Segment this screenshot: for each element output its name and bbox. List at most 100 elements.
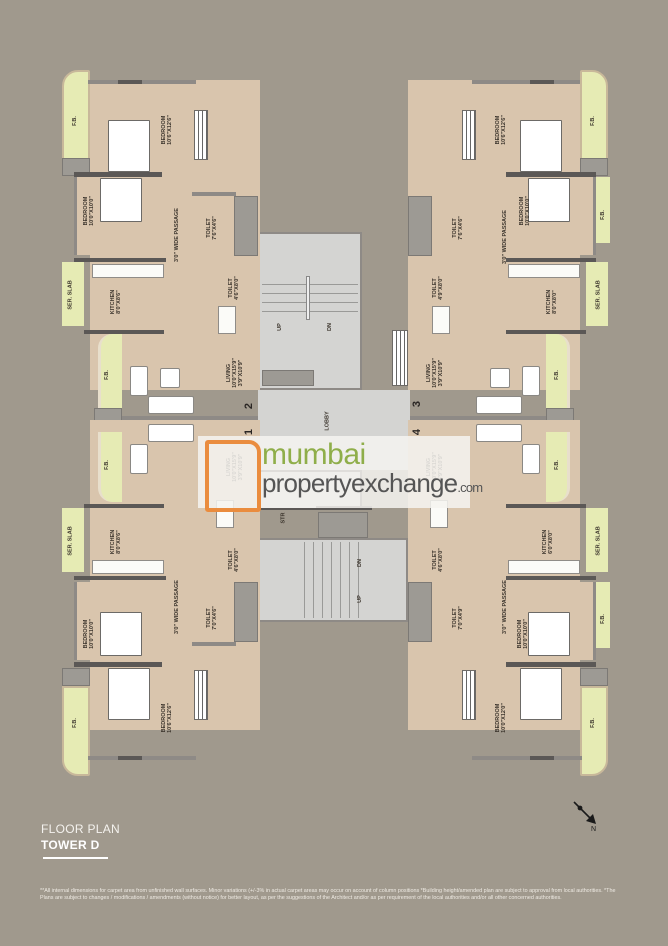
unit-4-fb-bottom (580, 686, 608, 776)
unit-2-toilet-wall (192, 192, 236, 196)
unit-divider-right (410, 416, 546, 420)
unit-2-fb-living-label: F.B. (103, 370, 110, 380)
disclaimer-text: **All internal dimensions for carpet are… (40, 888, 616, 901)
unit-1-toilet-2-label: TOILET 4'6"X8'0" (227, 548, 240, 572)
tower-title: TOWER D (41, 838, 100, 852)
unit-4-fb-side (596, 582, 610, 648)
unit-2-bedroom-master-label: BEDROOM 10'6"X12'6" (160, 115, 173, 145)
unit-2-wardrobe (194, 110, 208, 160)
unit-2-ser-slab-label: SER. SLAB (67, 280, 74, 310)
unit-2-kitchen-bottom (84, 330, 164, 334)
watermark-suffix: .com (457, 480, 483, 495)
unit-1-kitchen-label: KITCHEN 8'0"X8'6" (110, 529, 123, 555)
lift-wall (316, 506, 372, 510)
unit-3-sofa (522, 366, 540, 396)
unit-4-fb-living-label: F.B. (553, 460, 560, 470)
unit-4-wall-bottom (472, 756, 582, 760)
unit-1-fb-label: F.B. (71, 718, 78, 728)
unit-2-sofa (130, 366, 148, 396)
unit-4-kitchen-wall (506, 576, 596, 580)
unit-4-sofa-long (476, 424, 522, 442)
stair-divider (306, 276, 310, 320)
unit-1-fb-living (98, 432, 122, 502)
unit-4-toilet-duct (408, 582, 432, 642)
unit-4-fb-side-label: F.B. (599, 614, 606, 624)
unit-1-window (118, 756, 142, 760)
unit-2-passage-label: 3'0" WIDE PASSAGE (173, 208, 180, 262)
unit-3-fb-label: F.B. (589, 116, 596, 126)
unit-3-wardrobe (462, 110, 476, 160)
unit-2-kitchen-wall (74, 258, 166, 262)
unit-4-toilet-2-label: TOILET 4'6"X8'0" (431, 548, 444, 572)
unit-1-toilet-duct (234, 582, 258, 642)
unit-3-dining-table (432, 306, 450, 334)
unit-4-window (530, 756, 554, 760)
unit-1-toilet-wall (192, 642, 236, 646)
unit-2-kitchen-label: KITCHEN 8'0"X8'6" (110, 289, 123, 315)
unit-2-toilet-duct (234, 196, 258, 256)
unit-3-table (490, 368, 510, 388)
floor-plan-title: FLOOR PLAN (41, 822, 121, 836)
unit-3-toilet-duct (408, 196, 432, 256)
unit-2-toilet-2-label: TOILET 4'6"X8'0" (227, 276, 240, 300)
unit-1-number: 1 (243, 428, 256, 436)
unit-1-kitchen-top (84, 504, 164, 508)
unit-1-toilet-1-label: TOILET 7'0"X4'6" (205, 606, 218, 630)
unit-2-window (118, 80, 142, 84)
unit-3-number: 3 (411, 400, 424, 408)
unit-3-wall-top (472, 80, 582, 84)
unit-1-sofa (130, 444, 148, 474)
unit-2-bedroom-divider (74, 172, 162, 177)
watermark-line1: mumbai (262, 438, 366, 471)
unit-1-fb-living-label: F.B. (103, 460, 110, 470)
unit-4-toilet-1-label: TOILET 7'0"X4'9" (451, 606, 464, 630)
unit-3-kitchen-bottom (506, 330, 586, 334)
unit-2-toilet-1-label: TOILET 7'6"X4'6" (205, 216, 218, 240)
stair-up-label: UP (276, 323, 283, 331)
title-underline (43, 857, 108, 859)
unit-3-ser-slab-label: SER. SLAB (595, 280, 602, 310)
unit-1-kitchen-wall (74, 576, 166, 580)
staircase-label: STR (280, 512, 287, 524)
unit-1-bedroom-2-label: BEDROOM 10'0"X10'0" (82, 619, 95, 649)
watermark-panel (198, 436, 470, 508)
unit-4-kitchen-counter (508, 560, 580, 574)
unit-3-kitchen-counter (508, 264, 580, 278)
watermark-line2: propertyexchange.com (262, 468, 483, 499)
watermark-logo-icon (205, 440, 261, 512)
unit-3-fb-living (546, 334, 570, 418)
shaft (262, 370, 314, 386)
stair-lower-up-label: UP (356, 595, 363, 603)
unit-1-ser-slab (62, 508, 84, 572)
unit-3-kitchen-label: KITCHEN 8'0"X8'0" (546, 289, 559, 315)
unit-2-bed-2 (100, 178, 142, 222)
north-arrow-icon (572, 800, 602, 830)
unit-1-bed-2 (100, 612, 142, 656)
lower-stair-flights (296, 542, 360, 618)
unit-2-living-label: LIVING 10'0"X15'9" 3'9"X10'9" (225, 358, 244, 388)
upper-stair-flights (262, 276, 358, 320)
unit-3-bed-master (520, 120, 562, 172)
unit-3-bedroom-2-label: BEDROOM 10'0"X10'0" (518, 196, 531, 226)
unit-3-passage-label: 3'0" WIDE PASSAGE (501, 210, 508, 264)
unit-3-wardrobe-2 (392, 330, 408, 386)
unit-3-fb-side-label: F.B. (599, 210, 606, 220)
unit-2-fb-label: F.B. (71, 116, 78, 126)
lift-shaft (318, 512, 368, 538)
unit-4-sofa (522, 444, 540, 474)
unit-3-bedroom-master-label: BEDROOM 10'6"X12'6" (494, 115, 507, 145)
unit-3-bedroom-divider (506, 172, 596, 177)
watermark-domain: propertyexchange (262, 468, 458, 498)
unit-2-table (160, 368, 180, 388)
unit-2-sofa-long (148, 396, 194, 414)
unit-2-ser-slab (62, 262, 84, 326)
unit-3-bed-2 (528, 178, 570, 222)
lobby-label: LOBBY (324, 411, 331, 431)
unit-1-duct (62, 668, 90, 686)
unit-4-bed-master (520, 668, 562, 720)
unit-2-fb-top (62, 70, 90, 170)
unit-4-wardrobe (462, 670, 476, 720)
unit-2-bed-master (108, 120, 150, 172)
unit-2-dining-table (218, 306, 236, 334)
stair-lower-dn-label: DN (356, 559, 363, 567)
